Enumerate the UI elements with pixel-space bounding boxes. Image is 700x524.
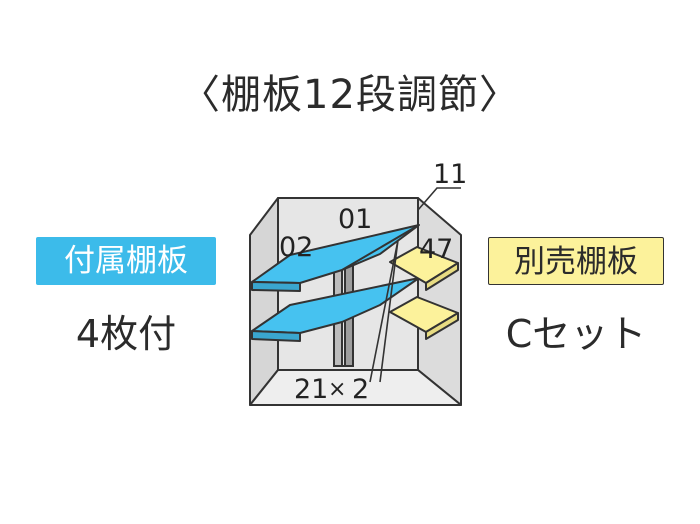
included-shelf-badge: 付属棚板 [36,237,216,285]
label-02: 02 [279,232,313,263]
label-21: 21 [294,374,328,405]
blue-shelf-lower [251,277,420,342]
label-01: 01 [338,204,372,235]
included-shelf-count: 4枚付 [75,312,177,356]
page-title: 〈棚板12段調節〉 [180,72,520,118]
optional-shelf-set: Cセット [505,312,647,356]
label-2: 2 [352,374,369,405]
yellow-shelf-lower [389,296,459,340]
label-times: × [328,377,346,402]
leader-lines [369,187,461,383]
label-11: 11 [433,159,467,190]
optional-shelf-badge: 別売棚板 [488,237,664,285]
label-47: 47 [419,234,453,265]
blue-shelf-upper [251,224,420,292]
yellow-shelf-upper [389,246,459,291]
